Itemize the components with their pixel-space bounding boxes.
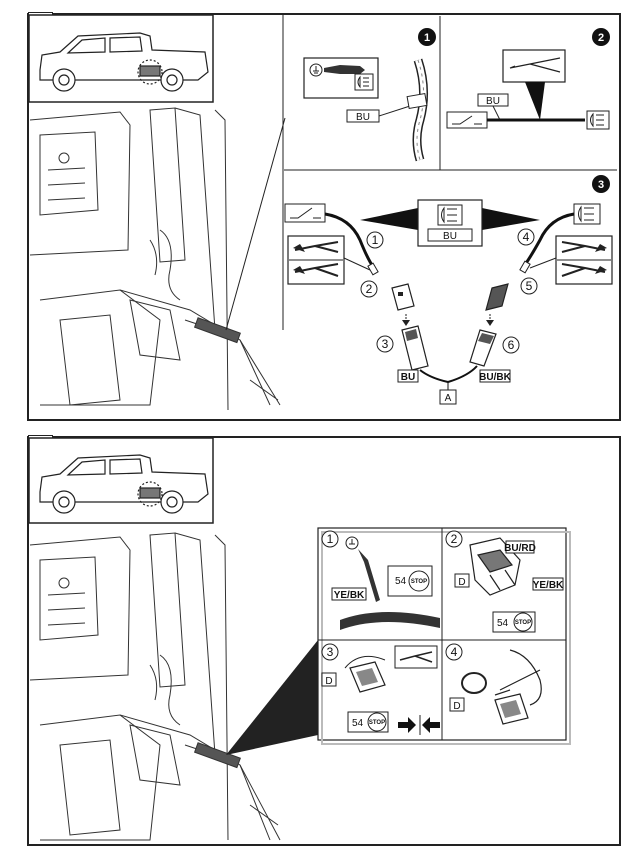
callout-1-number: 1 bbox=[372, 233, 379, 247]
truck-icon bbox=[39, 32, 209, 92]
step-1-stop-text: STOP bbox=[411, 579, 427, 585]
detail-callout-wedge bbox=[226, 640, 318, 755]
rear-door-interior-sketch bbox=[29, 107, 281, 411]
callout-6 bbox=[502, 336, 520, 354]
step-3-badge-number: 3 bbox=[327, 645, 334, 659]
connector-taped bbox=[494, 693, 529, 725]
cut-point-pointer bbox=[525, 82, 545, 120]
terminal-left bbox=[367, 262, 379, 276]
wire-harness-strip bbox=[406, 58, 428, 162]
step-3-badge bbox=[321, 643, 339, 661]
step-1-stop-number: 54 bbox=[395, 576, 407, 587]
callout-5 bbox=[520, 277, 538, 295]
step-4-badge-number: 4 bbox=[451, 645, 458, 659]
callout-6-number: 6 bbox=[508, 338, 515, 352]
step-2-stop-number: 54 bbox=[497, 618, 509, 629]
step-3-badge-number: 3 bbox=[598, 179, 604, 191]
left-wire bbox=[324, 212, 376, 269]
stop-icon bbox=[408, 570, 430, 592]
step-1-wire-label: BU bbox=[356, 112, 370, 123]
step-4-connector-label: D bbox=[453, 701, 460, 712]
right-wire-label: BU/BK bbox=[479, 372, 511, 383]
pliers-icon bbox=[509, 57, 561, 73]
connector-male-left bbox=[391, 283, 415, 311]
connector-female-left bbox=[401, 325, 429, 371]
right-wire bbox=[522, 212, 575, 267]
callout-2 bbox=[360, 280, 378, 298]
ground-icon bbox=[309, 63, 323, 77]
step-1-badge-number: 1 bbox=[424, 32, 430, 44]
crimp-tool-icon bbox=[289, 241, 343, 277]
callout-5-number: 5 bbox=[526, 279, 533, 293]
step-1-wire-label: YE/BK bbox=[334, 590, 365, 601]
cable-tie-icon bbox=[461, 672, 487, 694]
junction-label: A bbox=[445, 393, 452, 404]
stop-icon bbox=[513, 612, 533, 632]
ground-tap-icon bbox=[345, 536, 380, 602]
pliers-icon bbox=[399, 651, 433, 663]
step-1-badge bbox=[321, 530, 339, 548]
bu-bk-wire bbox=[447, 365, 478, 383]
step-3-stop-number: 54 bbox=[352, 718, 364, 729]
pliers-detail-box bbox=[502, 49, 566, 83]
step-2-wire-label-top: BU/RD bbox=[504, 543, 536, 554]
step-3-center-label: BU bbox=[443, 231, 457, 242]
left-wire-label: BU bbox=[401, 372, 415, 383]
step-3-connector-label: D bbox=[325, 676, 332, 687]
step-1-badge-number: 1 bbox=[327, 532, 334, 546]
step-2-badge-number: 2 bbox=[451, 532, 458, 546]
step-1-badge bbox=[418, 28, 436, 46]
step-3-stop-text: STOP bbox=[369, 720, 385, 726]
connector-male-right bbox=[485, 283, 509, 311]
step-2-badge-number: 2 bbox=[598, 32, 604, 44]
step-2-connector-label: D bbox=[458, 577, 465, 588]
callout-3-number: 3 bbox=[382, 337, 389, 351]
connector-female-right bbox=[469, 329, 497, 367]
step-4-badge bbox=[445, 643, 463, 661]
truck-icon bbox=[39, 454, 209, 514]
rear-door-interior-sketch bbox=[29, 532, 281, 841]
step-2-wire-label-right: YE/BK bbox=[533, 580, 564, 591]
callout-3 bbox=[376, 335, 394, 353]
stop-icon bbox=[367, 712, 387, 732]
callout-1 bbox=[366, 231, 384, 249]
connector-closed bbox=[344, 655, 386, 693]
step-2-stop-text: STOP bbox=[515, 620, 531, 626]
step-2-badge bbox=[445, 530, 463, 548]
step-2-badge bbox=[592, 28, 610, 46]
crimp-tool-icon bbox=[557, 241, 611, 277]
step-3-badge bbox=[592, 175, 610, 193]
callout-4 bbox=[517, 228, 535, 246]
bu-wire bbox=[419, 369, 449, 383]
callout-4-number: 4 bbox=[523, 230, 530, 244]
hand-pliers-icon bbox=[494, 649, 542, 706]
callout-2-number: 2 bbox=[366, 282, 373, 296]
terminal-right bbox=[519, 260, 531, 274]
tap-connector-icon bbox=[324, 65, 365, 74]
wire-harness bbox=[340, 611, 440, 630]
push-together-arrows-icon bbox=[398, 715, 440, 735]
step-2-wire-label: BU bbox=[486, 96, 500, 107]
